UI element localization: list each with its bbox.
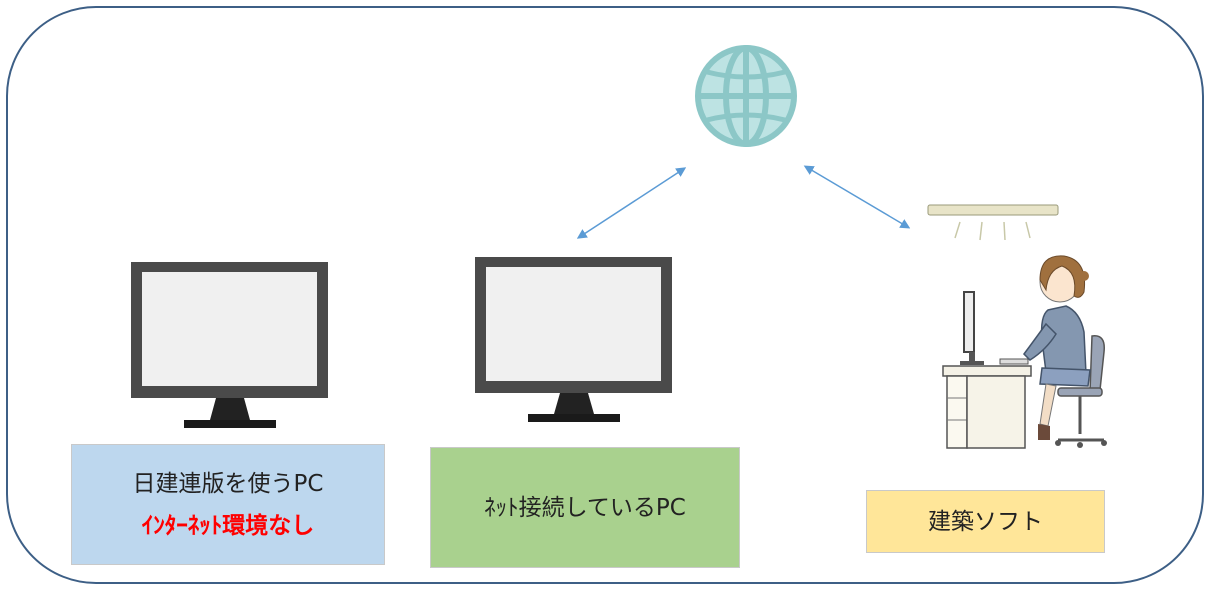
offline-pc-label: 日建連版を使うPC [132, 470, 324, 497]
monitor-icon [131, 262, 328, 428]
no-internet-warning: ｲﾝﾀｰﾈｯﾄ環境なし [141, 512, 315, 539]
label-box-online-pc: ﾈｯﾄ接続しているPC [430, 447, 740, 568]
ceiling-light-icon [927, 204, 1059, 241]
monitor-icon [475, 257, 672, 422]
arrow-globe-to-software [803, 165, 911, 229]
person-at-desk-illustration [942, 255, 1107, 449]
online-pc-label: ﾈｯﾄ接続しているPC [484, 494, 686, 521]
arrow-globe-to-middle-pc [576, 167, 687, 239]
software-label: 建築ソフト [928, 508, 1043, 535]
label-box-offline-pc: 日建連版を使うPC ｲﾝﾀｰﾈｯﾄ環境なし [71, 444, 385, 565]
diagram-frame [6, 6, 1204, 584]
label-box-software: 建築ソフト [866, 490, 1105, 553]
globe-icon [695, 45, 797, 147]
